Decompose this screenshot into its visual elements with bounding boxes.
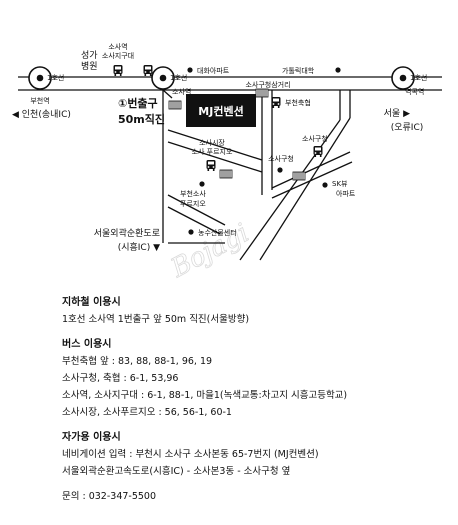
crosswalk-icon xyxy=(219,169,233,179)
subway-title: 지하철 이용시 xyxy=(62,297,121,308)
exit-label-2: 50m직진 xyxy=(118,112,165,126)
bus-icon xyxy=(206,160,216,171)
hospital-label-2: 병원 xyxy=(81,61,98,72)
ring-road-label-2: (시흥IC) ▼ xyxy=(118,241,160,253)
bus-icon xyxy=(271,97,281,108)
station-yeokgok: 1호선 역곡역 xyxy=(391,66,427,96)
car-line: 네비게이션 입력 : 부천시 소사구 소사본동 65-7번지 (MJ컨벤션) xyxy=(62,449,319,460)
bus-title: 버스 이용시 xyxy=(62,339,112,350)
svg-text:소사역: 소사역 xyxy=(172,87,191,96)
market-label-1: 소사시장 xyxy=(199,138,225,147)
svg-text:1호선: 1호선 xyxy=(170,73,187,82)
junction-label: 소사구청삼거리 xyxy=(245,80,290,89)
location-map: Bojagi 1호선 부천역 xyxy=(12,42,442,285)
chukhyeop-label: 부천축협 xyxy=(285,98,311,107)
directions-info: 지하철 이용시 1호선 소사역 1번출구 앞 50m 직진(서울방향) 버스 이… xyxy=(62,294,452,505)
skview-label-2: 아파트 xyxy=(336,189,356,198)
sosa-office-label: 소사구청 xyxy=(302,134,328,143)
roads xyxy=(18,76,442,261)
seoul-label: 서울 ▶ xyxy=(384,108,410,119)
bucheon-sosa-label-2: 푸르지오 xyxy=(180,199,206,208)
daehwa-apt-label: 대화아파트 xyxy=(197,66,230,75)
crosswalk-icon xyxy=(292,171,306,181)
crosswalk-icon xyxy=(255,88,269,98)
mj-convention-marker: MJ컨벤션 xyxy=(186,94,256,127)
bus-line: 소사구청, 축협 : 6-1, 53,96 xyxy=(62,373,179,384)
svg-text:1호선: 1호선 xyxy=(47,73,64,82)
skview-label-1: SK뷰 xyxy=(332,180,348,188)
subway-line: 1호선 소사역 1번출구 앞 50m 직진(서울방향) xyxy=(62,314,250,325)
sosa-police-label: 소사지구대 xyxy=(102,51,134,60)
svg-text:1호선: 1호선 xyxy=(410,73,427,82)
water-center-label: 농수산물센터 xyxy=(198,228,237,237)
bus-line: 소사시장, 소사푸르지오 : 56, 56-1, 60-1 xyxy=(62,407,232,418)
landmark-dots xyxy=(187,67,341,235)
bus-icon xyxy=(143,65,153,76)
svg-text:역곡역: 역곡역 xyxy=(405,87,424,96)
station-bucheon: 1호선 부천역 xyxy=(28,66,64,105)
car-title: 자가용 이용시 xyxy=(62,432,121,443)
sosa-station-label: 소사역 xyxy=(108,42,127,51)
station-sosa: 1호선 소사역 xyxy=(151,66,191,96)
seoul-ic-label: (오류IC) xyxy=(391,122,424,133)
crosswalk-icon xyxy=(168,100,182,110)
svg-text:MJ컨벤션: MJ컨벤션 xyxy=(198,104,243,118)
svg-text:부천역: 부천역 xyxy=(30,96,49,105)
car-line: 서울외곽순환고속도로(시흥IC) - 소사본3동 - 소사구청 옆 xyxy=(62,466,291,477)
bus-icon xyxy=(313,146,323,157)
bucheon-sosa-label-1: 부천소사 xyxy=(180,189,206,198)
ring-road-label-1: 서울외곽순환도로 xyxy=(94,227,160,239)
market-label-2: 소사 푸르지오 xyxy=(192,147,233,156)
bus-line: 소사역, 소사지구대 : 6-1, 88-1, 마을1(녹색교통:차고지 시흥고… xyxy=(62,390,348,401)
contact-phone: 문의 : 032-347-5500 xyxy=(62,491,157,502)
catholic-univ-label: 가톨릭대학 xyxy=(282,66,315,75)
bus-icon xyxy=(113,65,123,76)
sosa-office-stop-label: 소사구청 xyxy=(268,154,294,163)
incheon-label: ◀ 인천(송내IC) xyxy=(12,109,71,120)
hospital-label-1: 성가 xyxy=(81,50,98,61)
exit-label-1: ①번출구 xyxy=(118,96,158,110)
bus-line: 부천축협 앞 : 83, 88, 88-1, 96, 19 xyxy=(62,356,213,367)
